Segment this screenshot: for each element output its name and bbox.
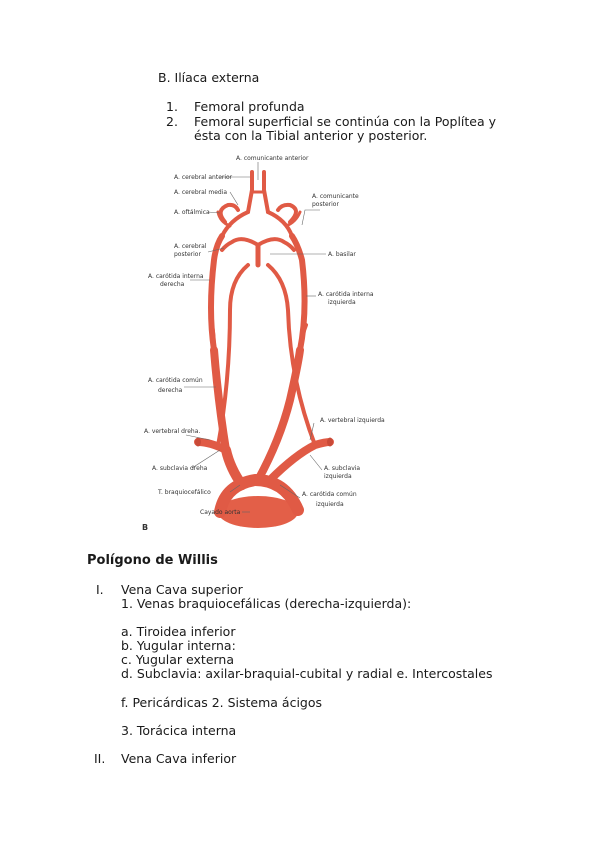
label-comunicante-posterior-1: A. comunicante	[312, 193, 359, 200]
right-vertebral	[216, 263, 250, 448]
label-carotida-comun-der-1: A. carótida común	[148, 377, 203, 384]
list-item: Femoral profunda	[194, 99, 305, 114]
label-oftalmica: A. oftálmica	[174, 209, 210, 216]
arterial-diagram: A. comunicante anterior A. cerebral ante…	[142, 155, 385, 532]
label-cerebral-posterior-2: posterior	[174, 251, 201, 258]
brachiocephalic-trunk	[221, 445, 247, 490]
left-subclavian	[266, 438, 334, 484]
outline-letter-item: b. Yugular interna:	[121, 638, 236, 653]
list-number: 2.	[166, 114, 178, 129]
label-cerebral-posterior-1: A. cerebral	[174, 243, 207, 250]
label-vertebral-der: A. vertebral dreha.	[144, 428, 200, 435]
label-subclavia-der: A. subclavia dreha	[152, 465, 208, 472]
outline-subitem: 3. Torácica interna	[121, 723, 237, 738]
label-carotida-interna-der-2: derecha	[160, 281, 185, 288]
right-posterior-cerebral	[220, 237, 260, 252]
right-anterior-cerebral	[246, 170, 254, 214]
roman-numeral: II.	[94, 751, 106, 766]
label-cerebral-anterior: A. cerebral anterior	[174, 174, 233, 181]
figure-caption: Polígono de Willis	[87, 553, 218, 568]
label-carotida-interna-izq-1: A. carótida interna	[318, 291, 374, 298]
aortic-arch-shape	[218, 496, 298, 528]
left-posterior-cerebral	[256, 237, 296, 252]
section-heading: B. Ilíaca externa	[158, 70, 260, 85]
outline-letter-item: f. Pericárdicas 2. Sistema ácigos	[121, 695, 323, 710]
outline-item-title: Vena Cava superior	[121, 582, 243, 597]
arteries	[194, 170, 334, 528]
list-number: 1.	[166, 99, 178, 114]
label-carotida-comun-izq-1: A. carótida común	[302, 491, 357, 498]
label-carotida-comun-izq-2: izquierda	[316, 501, 344, 508]
label-vertebral-izq: A. vertebral izquierda	[320, 417, 385, 424]
label-subclavia-izq-1: A. subclavia	[324, 465, 360, 472]
left-middle-cerebral	[276, 202, 298, 224]
label-carotida-comun-der-2: derecha	[158, 387, 183, 394]
right-common-carotid	[210, 346, 230, 454]
figure-labels: A. comunicante anterior A. cerebral ante…	[142, 155, 385, 532]
outline-letter-item: d. Subclavia: axilar-braquial-cubital y …	[121, 666, 493, 681]
outline-item-title: Vena Cava inferior	[121, 751, 237, 766]
label-basilar: A. basilar	[328, 251, 356, 258]
left-anterior-cerebral	[262, 170, 270, 214]
leader-lines	[184, 162, 326, 513]
label-carotida-interna-der-1: A. carótida interna	[148, 273, 204, 280]
label-cerebral-media: A. cerebral media	[174, 189, 227, 196]
left-common-carotid	[254, 346, 304, 484]
label-cayado: Cayado aorta	[200, 509, 241, 516]
left-vertebral	[266, 263, 317, 447]
outline-letter-item: a. Tiroidea inferior	[121, 624, 236, 639]
label-subclavia-izq-2: izquierda	[324, 473, 352, 480]
label-comunicante-posterior-2: posterior	[312, 201, 339, 208]
label-braquiocefalico: T. braquiocefálico	[157, 489, 211, 496]
outline-subitem: 1. Venas braquiocefálicas (derecha-izqui…	[121, 596, 412, 611]
roman-numeral: I.	[96, 582, 104, 597]
panel-letter: B	[142, 523, 148, 532]
list-item: Femoral superficial se continúa con la P…	[194, 114, 497, 129]
label-carotida-interna-izq-2: izquierda	[328, 299, 356, 306]
right-middle-cerebral	[218, 202, 240, 224]
label-comunicante-anterior: A. comunicante anterior	[236, 155, 309, 162]
list-item-continuation: ésta con la Tibial anterior y posterior.	[194, 128, 428, 143]
outline-letter-item: c. Yugular externa	[121, 652, 235, 667]
